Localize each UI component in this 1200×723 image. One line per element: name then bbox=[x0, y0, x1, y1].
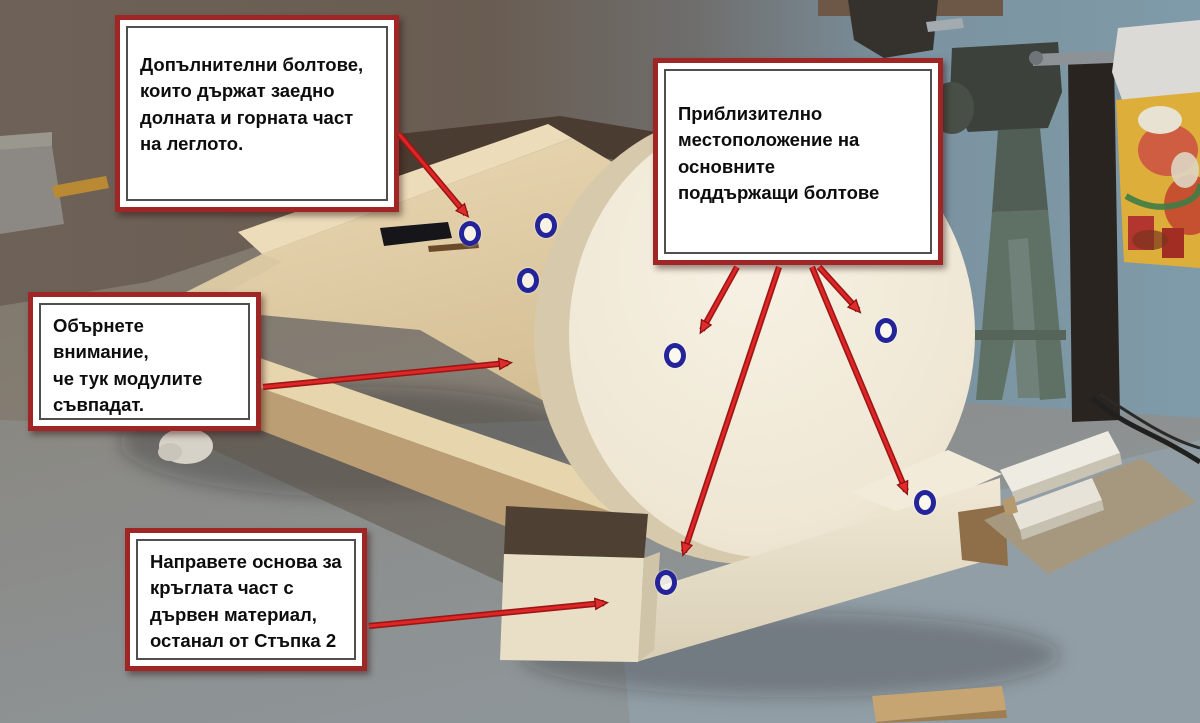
bolt-marker bbox=[535, 213, 557, 238]
phone bbox=[380, 222, 452, 246]
bolt-marker bbox=[517, 268, 539, 293]
callout-modules-align-text: Обърнете внимание, че тук модулите съвпа… bbox=[53, 315, 203, 415]
cable bbox=[1090, 396, 1200, 465]
bottom-plank bbox=[872, 686, 1007, 723]
paper-scrap bbox=[158, 428, 213, 464]
callout-additional-bolts: Допълнителни болтове, които държат заедн… bbox=[115, 15, 399, 212]
bolt-marker bbox=[459, 221, 481, 246]
wood-planks bbox=[984, 431, 1196, 574]
bolt-marker bbox=[914, 490, 936, 515]
cable-2 bbox=[1099, 392, 1200, 450]
bench-saw bbox=[818, 0, 1003, 58]
callout-main-bolts: Приблизително местоположение на основнит… bbox=[653, 58, 943, 265]
callout-additional-bolts-text: Допълнителни болтове, които държат заедн… bbox=[140, 54, 364, 154]
grey-box bbox=[0, 132, 109, 234]
callout-base-step2-text: Направете основа за кръглата част с дърв… bbox=[150, 551, 342, 651]
painted-board bbox=[1112, 20, 1200, 268]
callout-main-bolts-text: Приблизително местоположение на основнит… bbox=[678, 103, 880, 203]
metal-bar bbox=[1029, 50, 1137, 66]
bolt-marker bbox=[875, 318, 897, 343]
callout-base-step2: Направете основа за кръглата част с дърв… bbox=[125, 528, 367, 671]
dark-post bbox=[1068, 56, 1120, 422]
bolt-marker bbox=[655, 570, 677, 595]
callout-modules-align: Обърнете внимание, че тук модулите съвпа… bbox=[28, 292, 261, 431]
bolt-marker bbox=[664, 343, 686, 368]
